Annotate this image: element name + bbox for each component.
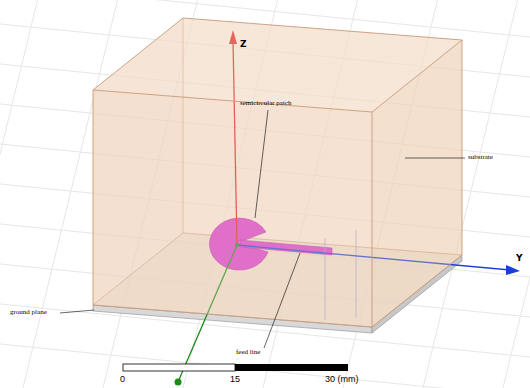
scale-number: 30 (mm)	[325, 375, 359, 385]
part-label: substrate	[468, 154, 493, 162]
scale-bar	[123, 364, 348, 371]
leader-lines	[60, 110, 465, 348]
scale-number: 15	[230, 375, 240, 385]
scale-number: 0	[120, 375, 125, 385]
axis-label: Z	[240, 40, 247, 50]
part-label: feed line	[236, 349, 260, 357]
substrate-front	[93, 18, 462, 327]
part-label: ground plane	[10, 309, 47, 317]
axis-label: Y	[516, 254, 523, 264]
part-label: semicircular patch	[240, 100, 292, 108]
substrate-box	[93, 18, 462, 327]
